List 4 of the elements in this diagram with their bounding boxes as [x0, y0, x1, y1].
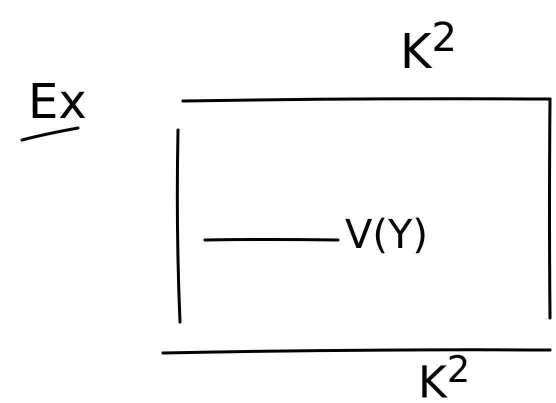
- lower-line-label: K$^{2}$: [418, 352, 470, 403]
- upper-line-label: K$^{2}$: [400, 18, 457, 76]
- example-heading: Ex: [28, 78, 87, 126]
- inner-line-label: V(Y): [345, 215, 428, 255]
